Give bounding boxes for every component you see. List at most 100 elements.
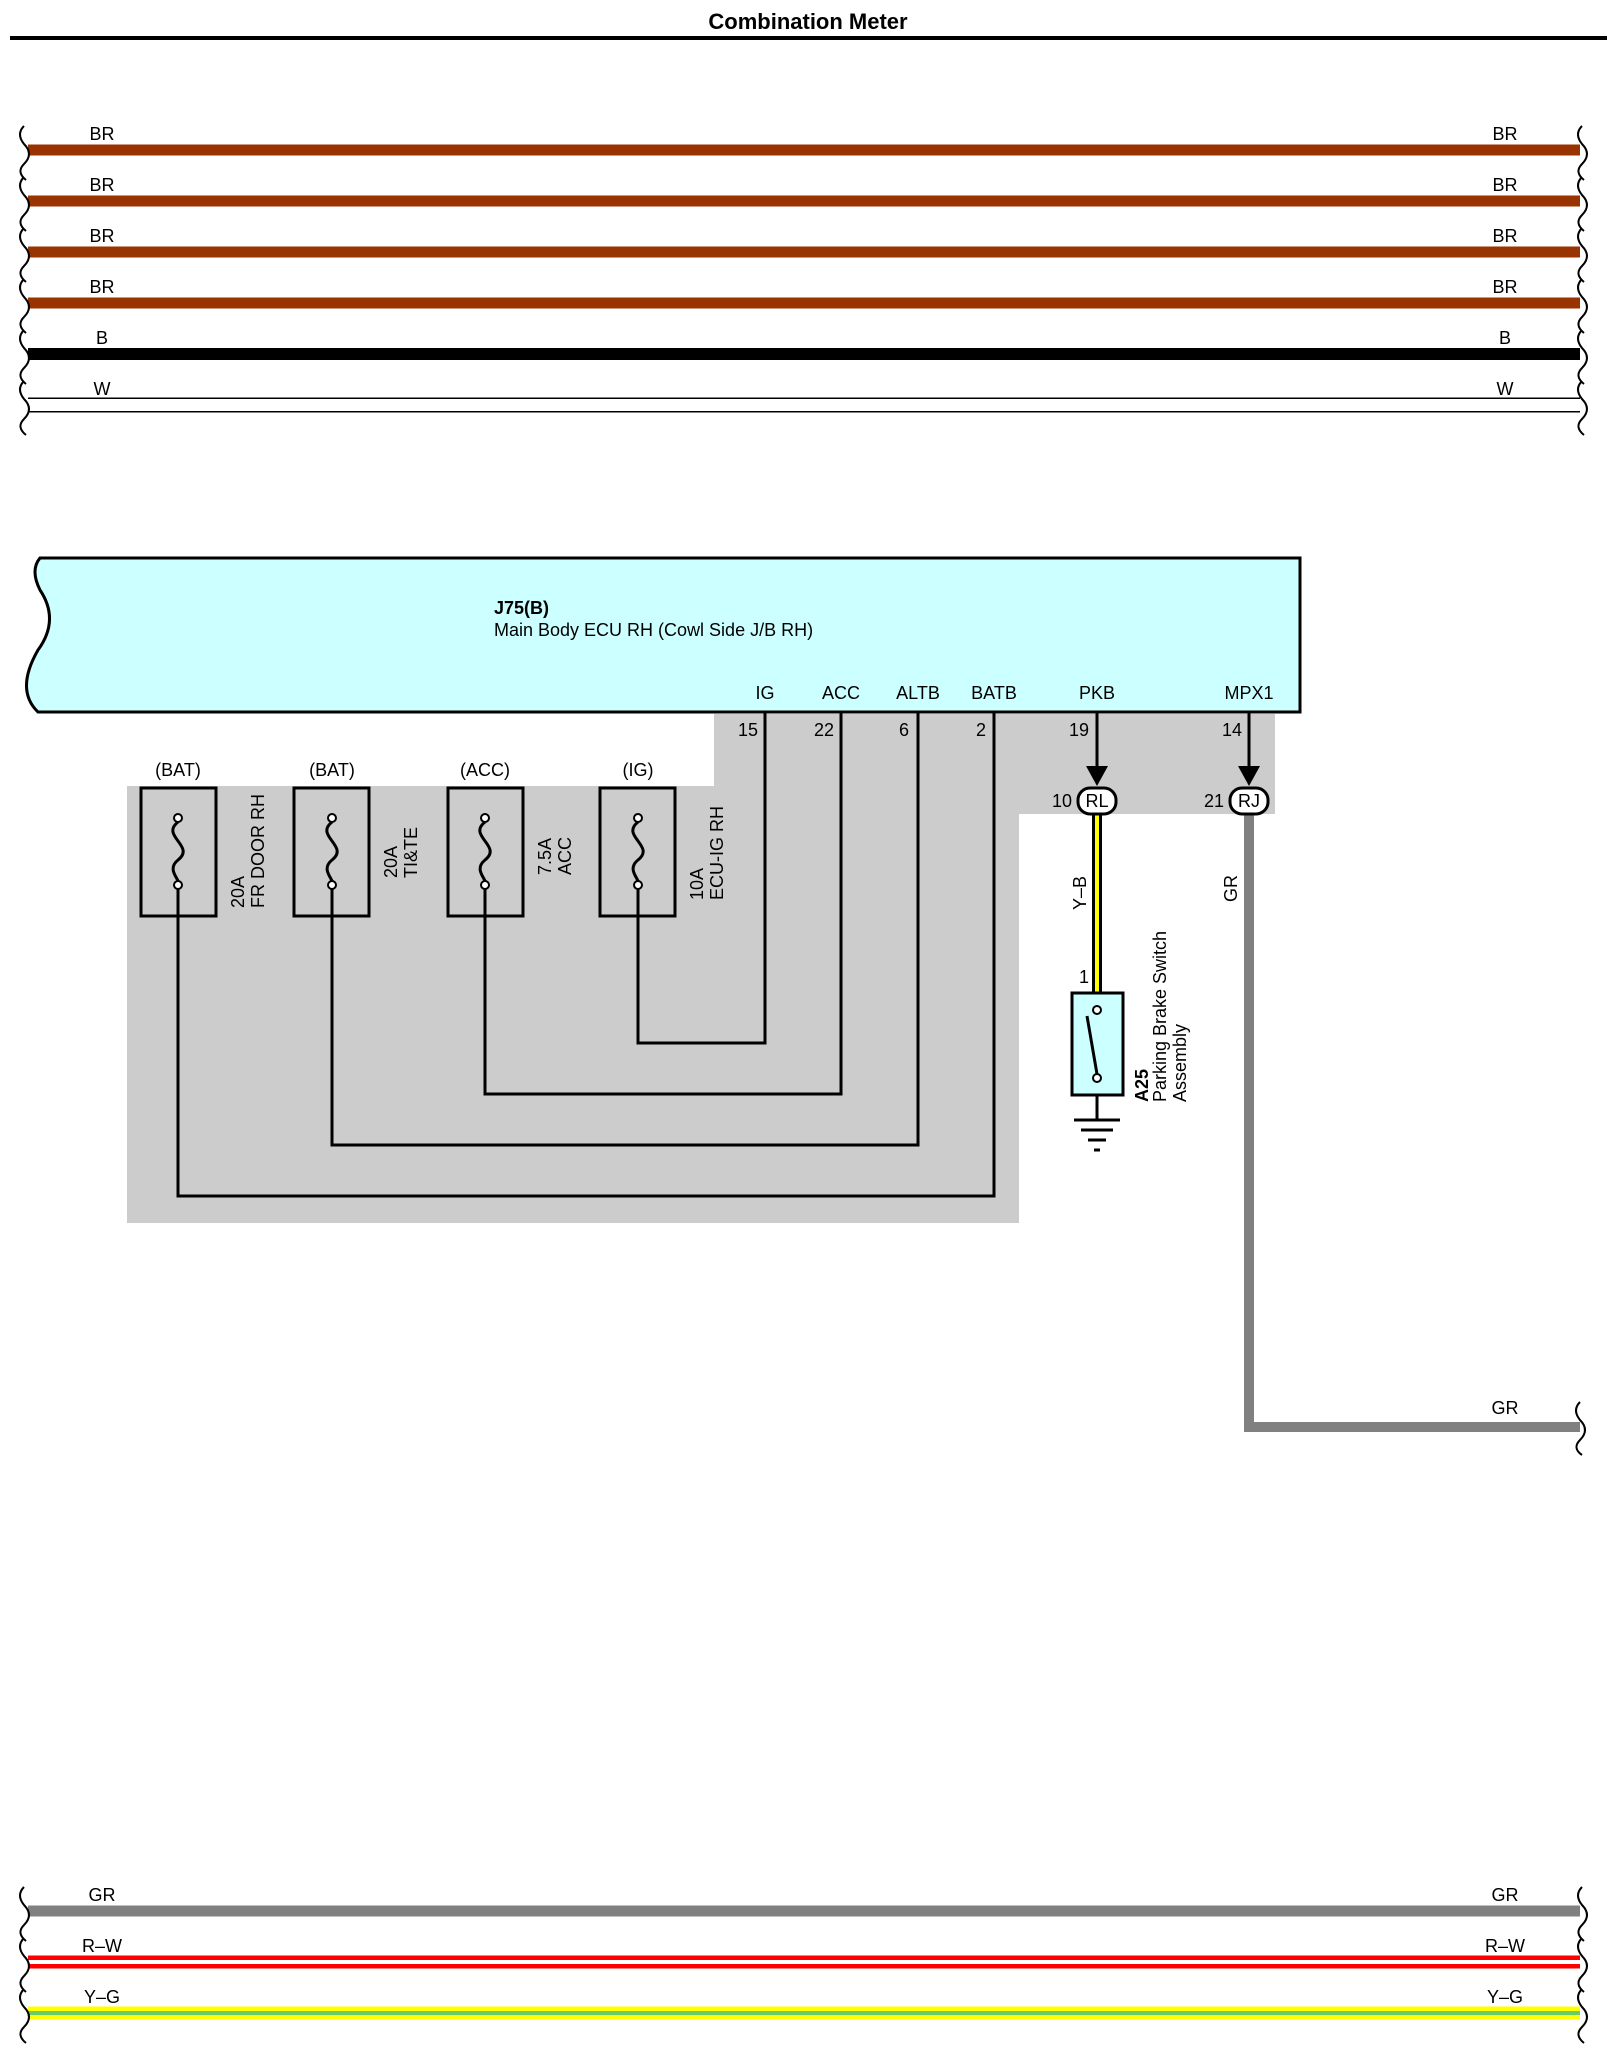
wire-break-left-icon xyxy=(19,1886,30,1942)
top-wire-2: BR BR xyxy=(19,226,1588,283)
fuse-name: ACC xyxy=(555,837,575,875)
pin-name-pkb: PKB xyxy=(1079,683,1115,703)
pin-name-batb: BATB xyxy=(971,683,1017,703)
circuit-ig xyxy=(636,712,767,1045)
fuse-rating: 10A xyxy=(687,868,707,900)
wire-label-left: Y–G xyxy=(84,1987,120,2007)
wire-label-right: W xyxy=(1497,379,1514,399)
bottom-wire-0: GR GR xyxy=(19,1885,1588,1942)
ground-icon xyxy=(1074,1118,1120,1152)
top-wire-3: BR BR xyxy=(19,277,1588,334)
fuse-icon xyxy=(631,820,645,882)
pin-num-altb: 6 xyxy=(899,720,909,740)
wire-break-left-icon xyxy=(19,1937,30,1993)
wire-break-left-icon xyxy=(19,176,30,232)
circuit-altb xyxy=(330,712,920,1147)
ecu-box: J75(B) Main Body ECU RH (Cowl Side J/B R… xyxy=(25,556,1302,714)
pin-name-acc: ACC xyxy=(822,683,860,703)
connector-pin: 21 xyxy=(1204,791,1224,811)
pin-num-batb: 2 xyxy=(976,720,986,740)
pin-num-mpx1: 14 xyxy=(1222,720,1242,740)
parking-brake-switch: A25 Parking Brake Switch Assembly xyxy=(1070,931,1190,1152)
ecu-pins: IG ACC ALTB BATB PKB MPX1 15 22 6 2 19 1… xyxy=(738,683,1274,740)
wire-label-left: BR xyxy=(89,226,114,246)
circuit-acc xyxy=(483,712,843,1096)
wire-break-right-icon xyxy=(1577,227,1588,283)
fuse-name: TI&TE xyxy=(401,827,421,878)
wire-label-right: Y–G xyxy=(1487,1987,1523,2007)
pin-name-altb: ALTB xyxy=(896,683,940,703)
wire-break-left-icon xyxy=(19,278,30,334)
wire-break-icon xyxy=(1575,1401,1586,1456)
fuse-supply: (ACC) xyxy=(460,760,510,780)
wire-label-right: B xyxy=(1499,328,1511,348)
pin-num-acc: 22 xyxy=(814,720,834,740)
wire-break-right-icon xyxy=(1577,125,1588,181)
ecu-name: Main Body ECU RH (Cowl Side J/B RH) xyxy=(494,620,813,640)
pin-num-pkb: 19 xyxy=(1069,720,1089,740)
fuse-name: FR DOOR RH xyxy=(248,794,268,908)
wire-exit-label-gr: GR xyxy=(1492,1398,1519,1418)
wire-label-left: BR xyxy=(89,175,114,195)
wire-label-right: BR xyxy=(1492,226,1517,246)
wire-label-left: R–W xyxy=(82,1936,122,1956)
wire-break-left-icon xyxy=(19,380,30,436)
connector-arrow-icon xyxy=(1238,766,1260,786)
pin-name-ig: IG xyxy=(755,683,774,703)
bottom-wire-2: Y–G Y–G xyxy=(19,1987,1588,2044)
wire-label-left: GR xyxy=(89,1885,116,1905)
wire-label-right: BR xyxy=(1492,124,1517,144)
junction-block-background xyxy=(127,714,1275,1223)
mpx1-circuit: RJ 21 GR GR xyxy=(1204,712,1586,1456)
fuse-tite: (BAT) 20A TI&TE xyxy=(292,760,421,918)
connector-pin: 10 xyxy=(1052,791,1072,811)
fuse-ecu-ig-rh: (IG) 10A ECU-IG RH xyxy=(598,760,727,918)
wire-break-right-icon xyxy=(1577,1988,1588,2044)
switch-contact-icon xyxy=(1085,1015,1099,1075)
fuse-supply: (IG) xyxy=(623,760,654,780)
wire-label-right: R–W xyxy=(1485,1936,1525,1956)
fuse-icon xyxy=(171,820,185,882)
wire-label-left: BR xyxy=(89,124,114,144)
connector-rj xyxy=(1228,786,1270,816)
switch-name-line2: Assembly xyxy=(1170,1024,1190,1102)
fuse-icon xyxy=(325,820,339,882)
wire-label-gr: GR xyxy=(1221,875,1241,902)
connector-code: RL xyxy=(1085,791,1108,811)
switch-id: A25 xyxy=(1132,1069,1152,1102)
wire-break-left-icon xyxy=(19,227,30,283)
circuit-batb xyxy=(176,712,996,1198)
wire-label-right: GR xyxy=(1492,1885,1519,1905)
fuse-acc: (ACC) 7.5A ACC xyxy=(446,760,575,918)
switch-name-line1: Parking Brake Switch xyxy=(1150,931,1170,1102)
wire-break-right-icon xyxy=(1577,176,1588,232)
wire-label-right: BR xyxy=(1492,175,1517,195)
ecu-id: J75(B) xyxy=(494,598,549,618)
switch-pin: 1 xyxy=(1079,967,1089,987)
wire-break-right-icon xyxy=(1577,1937,1588,1993)
fuse-icon xyxy=(478,820,492,882)
pin-name-mpx1: MPX1 xyxy=(1224,683,1273,703)
page-title: Combination Meter xyxy=(708,9,908,34)
wire-label-left: W xyxy=(94,379,111,399)
wire-break-right-icon xyxy=(1577,278,1588,334)
fuse-rating: 20A xyxy=(381,846,401,878)
pkb-circuit: RL 10 Y–B 1 xyxy=(1052,712,1118,993)
fuse-supply: (BAT) xyxy=(309,760,355,780)
pin-num-ig: 15 xyxy=(738,720,758,740)
internal-circuits xyxy=(176,712,996,1198)
connector-code: RJ xyxy=(1238,791,1260,811)
wire-break-left-icon xyxy=(19,329,30,385)
wire-label-left: BR xyxy=(89,277,114,297)
fuse-rating: 20A xyxy=(228,876,248,908)
wire-break-left-icon xyxy=(19,1988,30,2044)
wire-break-right-icon xyxy=(1577,380,1588,436)
wire-gr xyxy=(1244,814,1580,1432)
wire-break-left-icon xyxy=(19,125,30,181)
bottom-wire-bundle: GR GR R–W R–W Y–G Y–G xyxy=(19,1885,1588,2044)
wire-label-right: BR xyxy=(1492,277,1517,297)
